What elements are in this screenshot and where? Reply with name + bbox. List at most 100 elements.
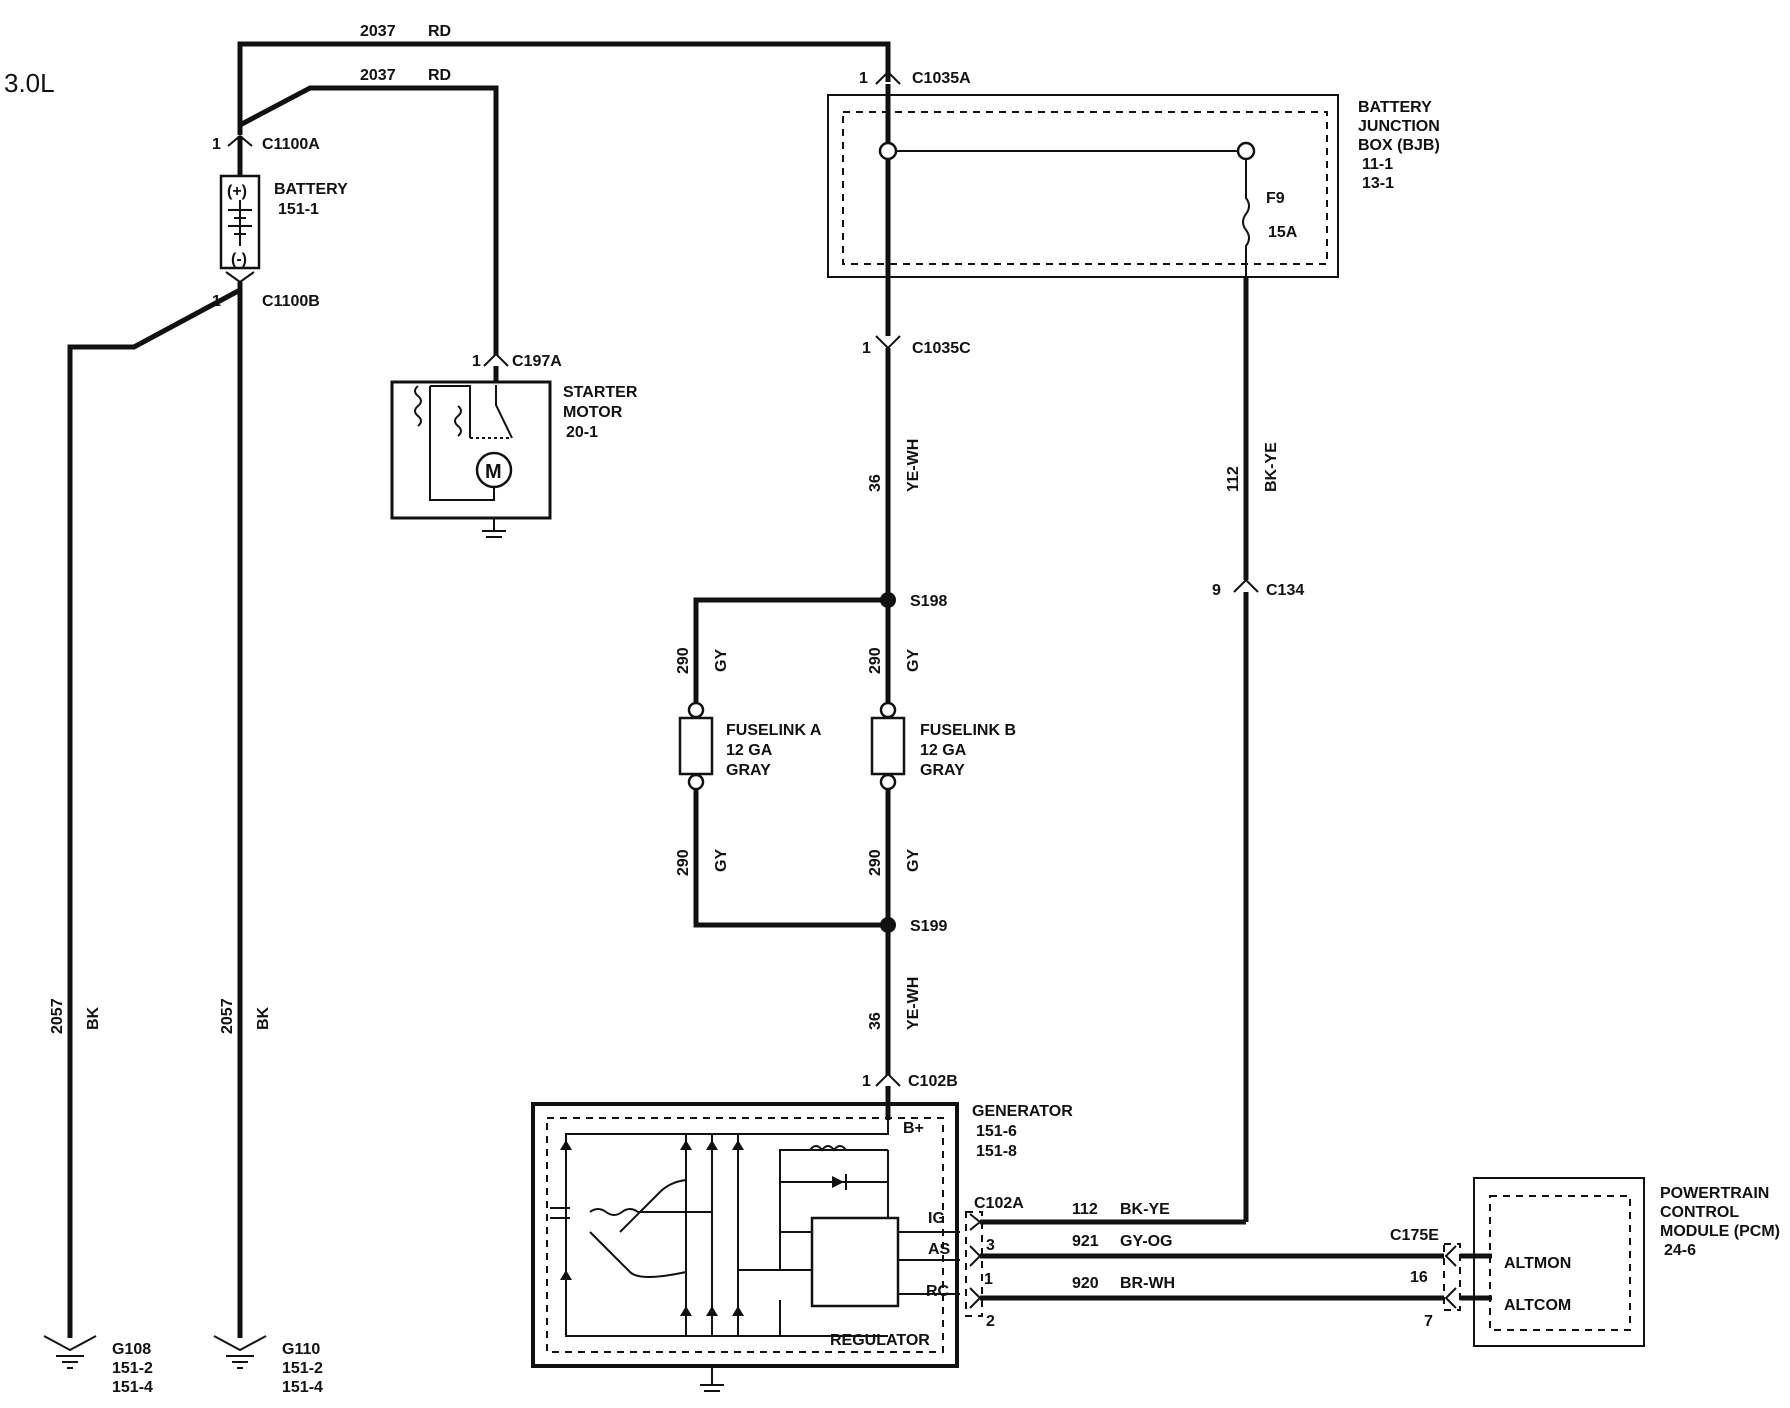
connector-c134: 9 C134 (1212, 578, 1304, 599)
connector-c197a: 1 C197A (472, 352, 562, 370)
svg-text:290: 290 (675, 849, 692, 876)
connector-c1100a: 1 C1100A (212, 134, 320, 153)
gen-ig: IG (928, 1210, 945, 1227)
svg-text:C134: C134 (1266, 582, 1304, 599)
svg-text:GRAY: GRAY (726, 762, 771, 779)
fuse-f9: F9 (1266, 190, 1285, 207)
svg-text:BK-YE: BK-YE (1120, 1201, 1170, 1218)
svg-text:JUNCTION: JUNCTION (1358, 118, 1440, 135)
wire-2037-outer: 2037 RD (237, 23, 891, 135)
battery-plus: (+) (227, 183, 247, 200)
svg-text:151-4: 151-4 (112, 1379, 153, 1396)
svg-text:151-2: 151-2 (282, 1360, 323, 1377)
svg-text:1: 1 (212, 136, 221, 153)
svg-text:24-6: 24-6 (1664, 1242, 1696, 1259)
svg-text:C102B: C102B (908, 1073, 958, 1090)
svg-text:3: 3 (986, 1237, 995, 1254)
svg-text:BR-WH: BR-WH (1120, 1275, 1175, 1292)
svg-text:1: 1 (984, 1271, 993, 1288)
svg-text:GY: GY (905, 849, 922, 872)
svg-text:2057: 2057 (49, 998, 66, 1034)
wire-920-rc: 920 BR-WH (980, 1275, 1444, 1301)
engine-label: 3.0L (4, 68, 55, 98)
battery-junction-box: F9 15A BATTERY JUNCTION BOX (BJB) 11-1 1… (827, 84, 1440, 278)
svg-text:C102A: C102A (974, 1195, 1024, 1212)
svg-text:290: 290 (675, 647, 692, 674)
svg-text:920: 920 (1072, 1275, 1099, 1292)
ground-g108: G108 151-2 151-4 (43, 1335, 153, 1396)
fuselink-b: 290 GY 290 GY FUSELINK B 12 GA GRAY (867, 647, 1016, 876)
svg-text:M: M (485, 461, 502, 483)
svg-text:BK: BK (255, 1006, 272, 1030)
svg-text:MODULE (PCM): MODULE (PCM) (1660, 1223, 1780, 1240)
pcm-altcom: ALTCOM (1504, 1297, 1571, 1314)
svg-text:20-1: 20-1 (566, 424, 598, 441)
svg-text:FUSELINK A: FUSELINK A (726, 722, 822, 739)
generator: B+ IG AS RC REGULATOR GENERATOR 151-6 15… (531, 1086, 1073, 1392)
svg-text:151-4: 151-4 (282, 1379, 323, 1396)
wire-36-lower: 36 YE-WH (867, 925, 922, 1075)
svg-text:GENERATOR: GENERATOR (972, 1103, 1073, 1120)
svg-text:MOTOR: MOTOR (563, 404, 623, 421)
connector-c1035a: 1 C1035A (859, 70, 971, 87)
svg-text:BATTERY: BATTERY (1358, 99, 1432, 116)
svg-text:12 GA: 12 GA (920, 742, 967, 759)
splice-s199: S199 (880, 917, 947, 935)
svg-text:11-1: 11-1 (1362, 156, 1393, 173)
gen-bplus: B+ (903, 1120, 924, 1137)
battery-ref: 151-1 (278, 201, 319, 218)
svg-text:36: 36 (867, 1012, 884, 1030)
svg-text:151-8: 151-8 (976, 1143, 1017, 1160)
pcm-altmon: ALTMON (1504, 1255, 1571, 1272)
svg-text:921: 921 (1072, 1233, 1099, 1250)
svg-text:1: 1 (862, 340, 871, 357)
svg-text:GRAY: GRAY (920, 762, 965, 779)
svg-text:GY: GY (713, 849, 730, 872)
svg-text:112: 112 (1072, 1201, 1098, 1218)
wire-36-upper: 36 YE-WH (867, 348, 922, 600)
svg-text:G110: G110 (282, 1341, 320, 1358)
connector-c102a: C102A 3 1 2 (965, 1195, 1024, 1330)
svg-text:C197A: C197A (512, 353, 562, 370)
svg-text:C1035C: C1035C (912, 340, 971, 357)
connector-c1100b: 1 C1100B (212, 271, 320, 310)
svg-text:1: 1 (859, 70, 868, 87)
svg-text:BK: BK (85, 1006, 102, 1030)
svg-text:112: 112 (1225, 466, 1242, 492)
wire-2057-left: 2057 BK (49, 287, 242, 1338)
svg-text:G108: G108 (112, 1341, 151, 1358)
svg-text:STARTER: STARTER (563, 384, 638, 401)
svg-text:POWERTRAIN: POWERTRAIN (1660, 1185, 1769, 1202)
svg-text:S198: S198 (910, 593, 947, 610)
svg-text:RD: RD (428, 67, 451, 84)
svg-text:151-2: 151-2 (112, 1360, 153, 1377)
svg-text:C175E: C175E (1390, 1227, 1439, 1244)
svg-text:CONTROL: CONTROL (1660, 1204, 1739, 1221)
svg-text:YE-WH: YE-WH (905, 977, 922, 1030)
battery: (+) (-) BATTERY 151-1 (219, 136, 348, 270)
svg-text:16: 16 (1410, 1269, 1428, 1286)
wire-112-ig: 112 BK-YE (1072, 1201, 1170, 1218)
svg-text:RD: RD (428, 23, 451, 40)
svg-text:BOX (BJB): BOX (BJB) (1358, 137, 1440, 154)
wire-112-fuse: 112 BK-YE (980, 277, 1280, 1225)
fuse-rating: 15A (1268, 224, 1298, 241)
svg-text:S199: S199 (910, 918, 947, 935)
svg-text:C1100B: C1100B (262, 293, 320, 310)
svg-text:GY-OG: GY-OG (1120, 1233, 1172, 1250)
svg-text:YE-WH: YE-WH (905, 439, 922, 492)
svg-text:151-6: 151-6 (976, 1123, 1017, 1140)
connector-c1035c: 1 C1035C (862, 277, 971, 357)
battery-name: BATTERY (274, 181, 348, 198)
wire-2057-right: 2057 BK (219, 282, 272, 1338)
gen-rc: RC (926, 1283, 950, 1300)
wire-921-as: 921 GY-OG (980, 1233, 1444, 1259)
ground-g110: G110 151-2 151-4 (213, 1335, 323, 1396)
pcm-module: ALTMON ALTCOM POWERTRAIN CONTROL MODULE … (1460, 1177, 1780, 1347)
gen-as: AS (928, 1241, 951, 1258)
svg-text:2: 2 (986, 1313, 995, 1330)
svg-text:FUSELINK B: FUSELINK B (920, 722, 1016, 739)
svg-text:2057: 2057 (219, 998, 236, 1034)
svg-text:C1035A: C1035A (912, 70, 971, 87)
